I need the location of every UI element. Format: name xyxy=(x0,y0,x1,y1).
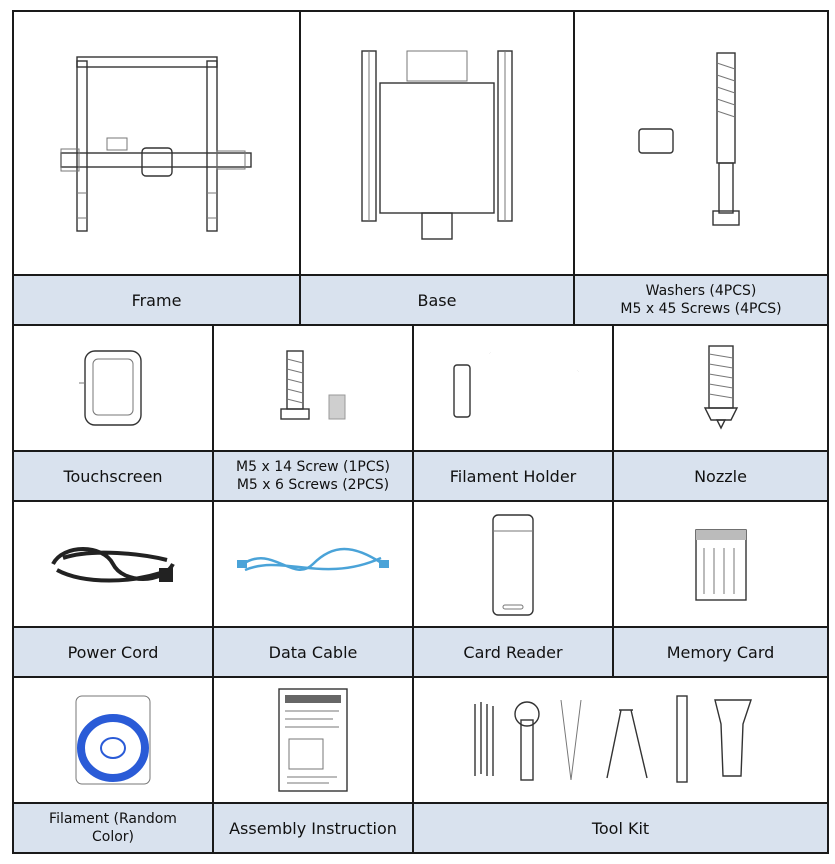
assembly-instruction-label: Assembly Instruction xyxy=(214,802,412,852)
cell-tool-kit: Tool Kit xyxy=(414,678,827,852)
row-3: Power Cord Data Cable Card Reader xyxy=(12,500,829,678)
frame-image xyxy=(14,12,299,274)
card-reader-image xyxy=(414,502,612,626)
power-cord-label: Power Cord xyxy=(14,626,212,676)
nozzle-image xyxy=(614,326,827,450)
screws-image xyxy=(214,326,412,450)
cell-touchscreen: Touchscreen xyxy=(14,326,214,500)
cell-washers: Washers (4PCS) M5 x 45 Screws (4PCS) xyxy=(575,12,827,324)
row-4: Filament (Random Color) Assembly Instruc… xyxy=(12,676,829,854)
hex-keys xyxy=(473,702,494,776)
cell-assembly-instruction: Assembly Instruction xyxy=(214,678,414,852)
memory-card-label: Memory Card xyxy=(614,626,827,676)
washers-label: Washers (4PCS) M5 x 45 Screws (4PCS) xyxy=(575,274,827,324)
base-label: Base xyxy=(301,274,573,324)
nozzle-label: Nozzle xyxy=(614,450,827,500)
tool-kit-label: Tool Kit xyxy=(414,802,827,852)
row-2: Touchscreen M5 x 14 Screw (1PCS) M5 x 6 … xyxy=(12,324,829,502)
filament-label: Filament (Random Color) xyxy=(14,802,212,852)
data-cable-label: Data Cable xyxy=(214,626,412,676)
tool-kit-image xyxy=(414,678,827,802)
cell-memory-card: Memory Card xyxy=(614,502,827,676)
cell-nozzle: Nozzle xyxy=(614,326,827,500)
touchscreen-image xyxy=(14,326,212,450)
cell-data-cable: Data Cable xyxy=(214,502,414,676)
touchscreen-label: Touchscreen xyxy=(14,450,212,500)
filament-image xyxy=(14,678,212,802)
cell-filament-holder: Filament Holder xyxy=(414,326,614,500)
data-cable-image xyxy=(214,502,412,626)
power-cord-image xyxy=(14,502,212,626)
cell-card-reader: Card Reader xyxy=(414,502,614,676)
cell-frame: Frame xyxy=(14,12,301,324)
cell-base: Base xyxy=(301,12,575,324)
screws-label: M5 x 14 Screw (1PCS) M5 x 6 Screws (2PCS… xyxy=(214,450,412,500)
frame-label: Frame xyxy=(14,274,299,324)
cell-screws: M5 x 14 Screw (1PCS) M5 x 6 Screws (2PCS… xyxy=(214,326,414,500)
memory-card-image xyxy=(614,502,827,626)
cell-filament: Filament (Random Color) xyxy=(14,678,214,852)
card-reader-label: Card Reader xyxy=(414,626,612,676)
washers-image xyxy=(575,12,827,274)
row-1: Frame Base Washers (4PCS xyxy=(12,10,829,326)
cell-power-cord: Power Cord xyxy=(14,502,214,676)
base-image xyxy=(301,12,573,274)
assembly-instruction-image xyxy=(214,678,412,802)
filament-holder-label: Filament Holder xyxy=(414,450,612,500)
filament-holder-image xyxy=(414,326,612,450)
